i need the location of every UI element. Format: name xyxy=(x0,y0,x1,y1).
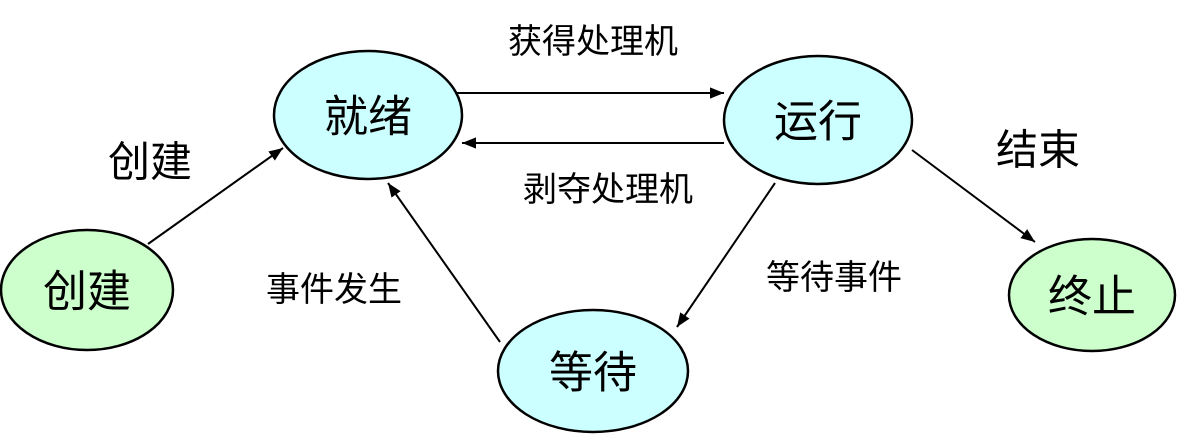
arrow-running-to-terminated xyxy=(911,149,1036,243)
node-running: 运行 xyxy=(722,54,914,186)
edge-label-preempt: 剥夺处理机 xyxy=(523,170,693,210)
arrow-running-to-waiting xyxy=(676,182,776,328)
edge-label-create: 创建 xyxy=(108,138,192,187)
node-terminated-label: 终止 xyxy=(1048,272,1136,323)
edge-label-wait-event: 等待事件 xyxy=(766,258,902,298)
node-waiting: 等待 xyxy=(496,308,690,434)
node-ready-label: 就绪 xyxy=(324,92,412,143)
edge-label-event-occurs: 事件发生 xyxy=(266,270,402,310)
edge-label-exit: 结束 xyxy=(996,126,1080,175)
node-waiting-label: 等待 xyxy=(549,348,637,399)
node-ready: 就绪 xyxy=(272,49,464,181)
arrow-waiting-to-ready xyxy=(387,182,501,343)
node-create: 创建 xyxy=(0,228,175,352)
node-terminated: 终止 xyxy=(1007,237,1177,353)
arrow-create-to-ready xyxy=(147,147,284,245)
node-running-label: 运行 xyxy=(774,97,862,148)
edge-label-dispatch: 获得处理机 xyxy=(508,22,678,62)
node-create-label: 创建 xyxy=(43,267,131,318)
